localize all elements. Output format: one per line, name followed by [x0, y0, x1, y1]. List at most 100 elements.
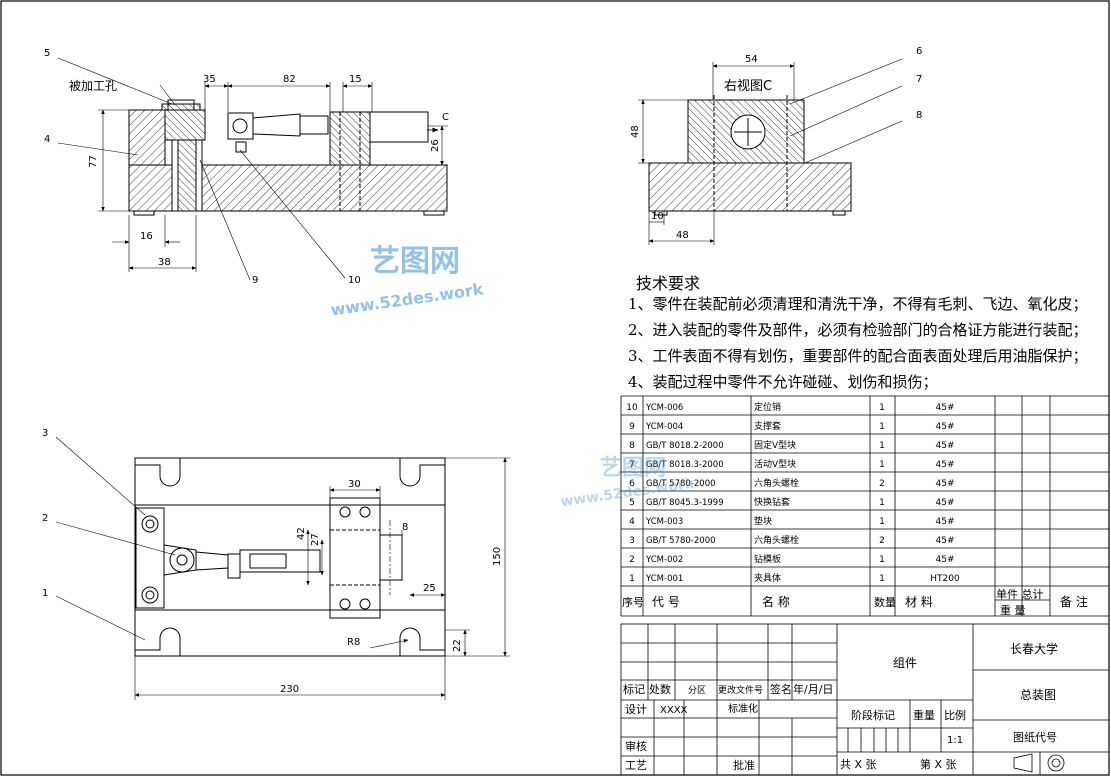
balloon-7: 7: [916, 74, 922, 85]
part-code: GB/T 5780-2000: [646, 479, 716, 489]
balloon-4: 4: [44, 134, 50, 145]
part-qty: 1: [879, 403, 885, 413]
tb-sign: 签名: [770, 682, 792, 696]
part-qty: 2: [879, 536, 885, 546]
front-view: [57, 57, 448, 281]
tb-change-doc: 更改文件号: [718, 684, 763, 696]
header-material: 材 料: [905, 595, 933, 609]
part-no: 2: [629, 555, 635, 565]
dim-42: 42: [296, 527, 307, 540]
tech-req-item-3: 3、工件表面不得有划伤，重要部件的配合面表面处理后用油脂保护；: [628, 347, 1088, 365]
part-material: 45#: [936, 460, 955, 470]
balloon-1: 1: [42, 588, 48, 599]
tb-weight: 重量: [913, 708, 935, 722]
tb-sheet-no: 第 X 张: [920, 757, 957, 771]
part-name: 夹具体: [754, 572, 781, 584]
header-no: 序号: [622, 595, 644, 609]
side-view: [638, 58, 903, 245]
title-block-labels: 标记 处数 分区 更改文件号 签名 年/月/日 设计 XXXX 标准化 审核 工…: [623, 641, 1058, 772]
balloon-2: 2: [42, 513, 48, 524]
dim-16: 16: [140, 231, 153, 242]
dim-22: 22: [452, 639, 463, 652]
balloon-9: 9: [252, 275, 258, 286]
part-material: 45#: [936, 441, 955, 451]
part-name: 快换钻套: [754, 496, 790, 508]
dim-8: 8: [402, 522, 408, 533]
title-block: [620, 623, 1110, 776]
tb-design: 设计: [625, 703, 647, 716]
side-view-title: 右视图C: [724, 79, 772, 94]
part-material: 45#: [936, 498, 955, 508]
part-material: 45#: [936, 403, 955, 413]
part-name: 定位销: [754, 401, 781, 413]
part-material: 45#: [936, 555, 955, 565]
part-name: 活动V型块: [754, 458, 796, 470]
tb-process: 工艺: [625, 759, 647, 772]
dim-r8: R8: [347, 637, 360, 648]
part-name: 钻模板: [754, 553, 781, 565]
part-no: 9: [629, 422, 635, 432]
part-code: GB/T 8045.3-1999: [646, 498, 724, 508]
part-material: HT200: [930, 574, 960, 584]
header-code: 代 号: [652, 595, 680, 609]
part-no: 8: [629, 441, 635, 451]
part-qty: 2: [879, 479, 885, 489]
tb-drawing-code: 图纸代号: [1013, 731, 1057, 744]
part-code: GB/T 8018.2-2000: [646, 441, 724, 451]
front-view-labels: 5 4 9 10 被加工孔 35 82 15 77 26 16 38 C: [44, 48, 449, 286]
tb-approve: 批准: [733, 758, 755, 772]
dim-48-h: 48: [676, 230, 689, 241]
part-code: GB/T 5780-2000: [646, 536, 716, 546]
tb-scale: 比例: [944, 708, 966, 722]
part-no: 1: [629, 574, 635, 584]
tb-count: 处数: [649, 683, 671, 696]
part-qty: 1: [879, 555, 885, 565]
dim-35: 35: [203, 74, 216, 85]
part-code: YCM-001: [645, 574, 683, 584]
part-material: 45#: [936, 536, 955, 546]
dim-30: 30: [348, 479, 361, 490]
tb-school: 长春大学: [1010, 641, 1058, 656]
part-no: 4: [629, 517, 635, 527]
tb-design-value: XXXX: [660, 705, 688, 716]
part-material: 45#: [936, 422, 955, 432]
part-qty: 1: [879, 517, 885, 527]
part-code: YCM-006: [645, 403, 683, 413]
balloon-3: 3: [42, 428, 48, 439]
balloon-10: 10: [348, 275, 361, 286]
balloon-8: 8: [916, 110, 922, 121]
dim-26: 26: [430, 139, 441, 152]
tb-stage: 阶段标记: [851, 708, 895, 722]
dim-82: 82: [283, 74, 296, 85]
part-code: YCM-002: [645, 555, 683, 565]
part-code: YCM-004: [645, 422, 683, 432]
part-no: 10: [626, 403, 638, 413]
dim-27: 27: [310, 533, 321, 546]
header-qty: 数量: [874, 596, 896, 609]
view-arrow-c: C: [442, 112, 449, 123]
dim-10: 10: [651, 211, 664, 222]
balloon-6: 6: [916, 46, 922, 57]
part-material: 45#: [936, 517, 955, 527]
tb-standard: 标准化: [728, 702, 758, 715]
header-unit-total: 单件 总计: [996, 587, 1044, 601]
part-material: 45#: [936, 479, 955, 489]
top-view-labels: 3 2 1 30 42 27 8 25 150 R8 22 230: [42, 428, 503, 695]
part-qty: 1: [879, 460, 885, 470]
part-name: 垫块: [754, 515, 772, 527]
tb-review: 审核: [625, 739, 647, 753]
part-no: 7: [629, 460, 635, 470]
part-name: 六角头螺栓: [754, 534, 799, 546]
tb-assembly: 组件: [893, 656, 917, 670]
tech-req-item-1: 1、零件在装配前必须清理和清洗干净，不得有毛刺、飞边、氧化皮；: [628, 295, 1088, 313]
tb-zone: 分区: [688, 685, 706, 696]
tb-drawing-name: 总装图: [1020, 688, 1056, 702]
part-qty: 1: [879, 498, 885, 508]
dim-38: 38: [158, 257, 171, 268]
dim-54: 54: [745, 54, 758, 65]
header-weight: 重 量: [1000, 603, 1026, 617]
part-code: YCM-003: [645, 517, 683, 527]
part-name: 六角头螺栓: [754, 477, 799, 489]
dim-48-v: 48: [630, 125, 641, 138]
